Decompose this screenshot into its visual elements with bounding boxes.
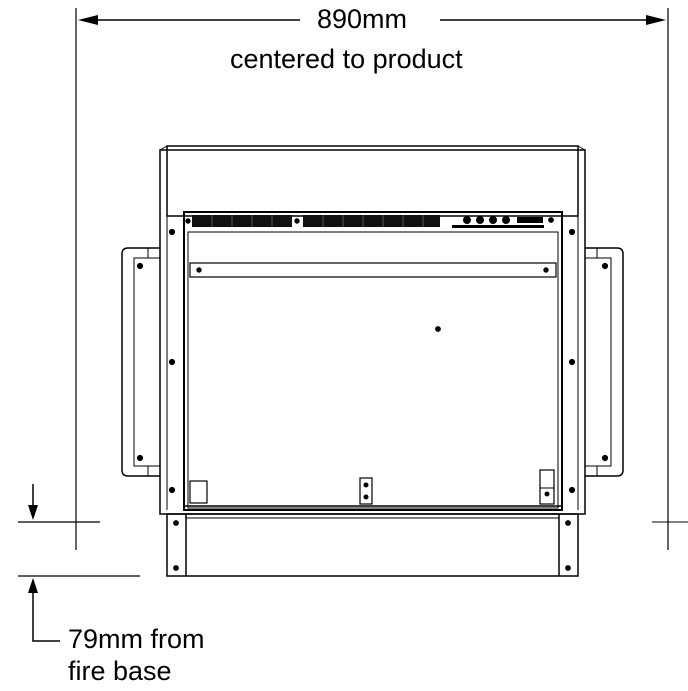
control-panel: [452, 216, 554, 228]
arrow-up-icon: [28, 578, 38, 593]
outer-frame: [159, 149, 586, 515]
width-dimension: [75, 8, 669, 550]
arrow-down-icon: [28, 505, 38, 520]
right-mounting-bracket: [585, 247, 624, 477]
base-plinth: [166, 513, 579, 577]
top-vent-strip: [185, 215, 440, 227]
height-dimension: [18, 484, 688, 642]
width-dimension-label: 890mm: [313, 4, 412, 34]
arrowhead-right-icon: [646, 15, 666, 25]
width-dimension-note: centered to product: [230, 44, 463, 74]
top-housing: [166, 145, 579, 217]
front-panel: [183, 211, 563, 511]
height-dimension-label-line1: 79mm from: [68, 624, 205, 654]
fireplace-unit: [121, 145, 624, 577]
top-rail: [189, 262, 557, 278]
arrowhead-left-icon: [78, 15, 98, 25]
left-mounting-bracket: [121, 247, 160, 477]
height-dimension-label-line2: fire base: [68, 656, 172, 686]
